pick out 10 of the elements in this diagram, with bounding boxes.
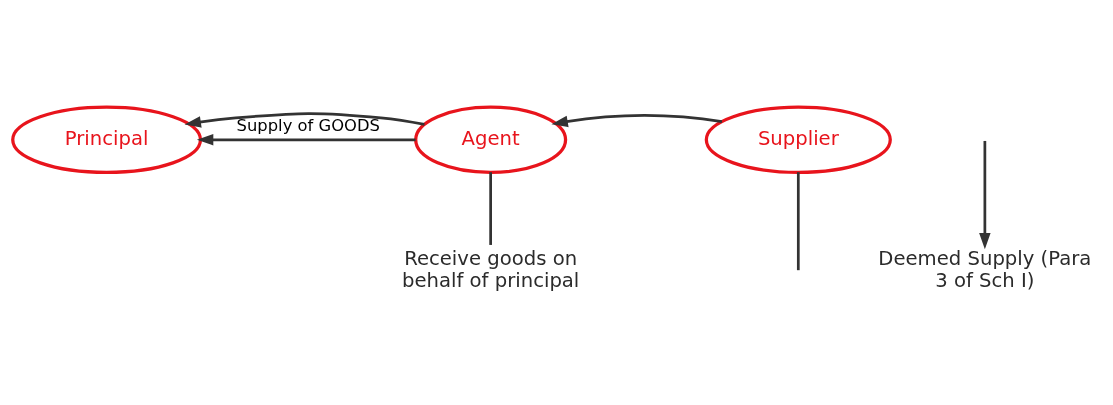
node-text: Receive goods on behalf of principal xyxy=(401,247,580,293)
arrow xyxy=(184,112,425,128)
arrow xyxy=(551,114,723,128)
connector xyxy=(796,172,800,271)
node-ellipse: Supplier xyxy=(704,105,892,175)
node-text: Deemed Supply (Para 3 of Sch I) xyxy=(878,247,1092,293)
arrow xyxy=(979,140,991,250)
edge-label: Supply of GOODS xyxy=(236,116,380,136)
connector xyxy=(489,172,492,245)
arrow xyxy=(196,134,416,146)
